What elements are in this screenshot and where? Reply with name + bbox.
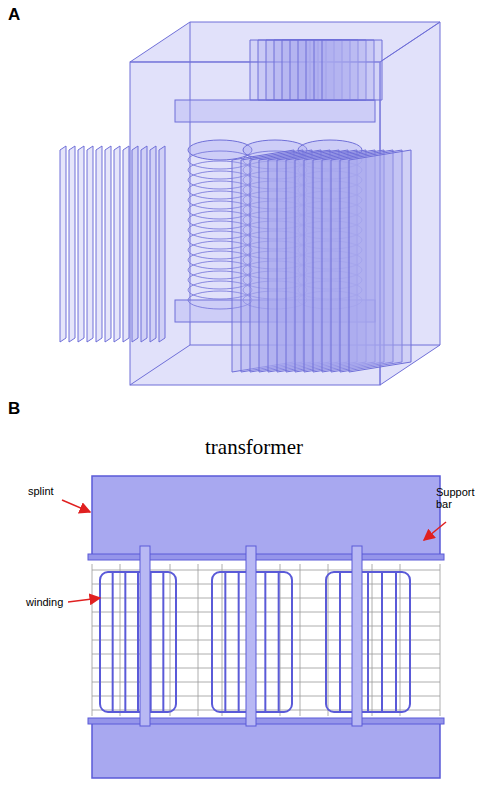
panel-letter: B <box>8 400 20 419</box>
leader-arrow <box>68 598 100 602</box>
part-label: winding <box>26 596 63 608</box>
radiator-fins <box>250 40 382 100</box>
radiator-fins <box>60 146 165 342</box>
part-label: Support bar <box>436 486 486 510</box>
front-view <box>88 476 444 778</box>
leader-arrow <box>424 522 446 540</box>
radiator-fins <box>232 150 411 372</box>
panel-letter: A <box>8 6 20 25</box>
leader-arrow <box>62 500 90 512</box>
panel-caption: transformer <box>205 436 303 459</box>
part-label: splint <box>28 485 54 497</box>
tank-3d <box>130 22 440 385</box>
